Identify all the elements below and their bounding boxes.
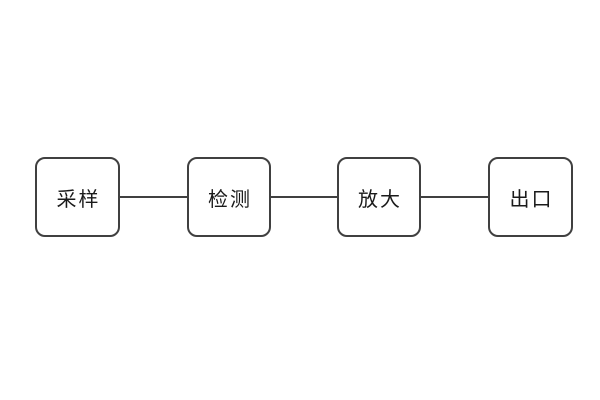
flow-node-outlet-label: 出口 — [509, 188, 554, 211]
connector-amplification-outlet — [419, 196, 490, 198]
connector-detection-amplification — [269, 196, 339, 198]
flow-node-amplification-label: 放大 — [358, 188, 402, 211]
flow-node-sampling-label: 采样 — [56, 188, 101, 211]
flow-node-amplification[interactable]: 放大 — [337, 157, 421, 237]
flow-node-outlet[interactable]: 出口 — [488, 157, 573, 237]
connector-sampling-detection — [118, 196, 189, 198]
flow-node-detection[interactable]: 检测 — [187, 157, 271, 237]
flow-node-sampling[interactable]: 采样 — [35, 157, 120, 237]
flow-node-detection-label: 检测 — [208, 188, 252, 211]
